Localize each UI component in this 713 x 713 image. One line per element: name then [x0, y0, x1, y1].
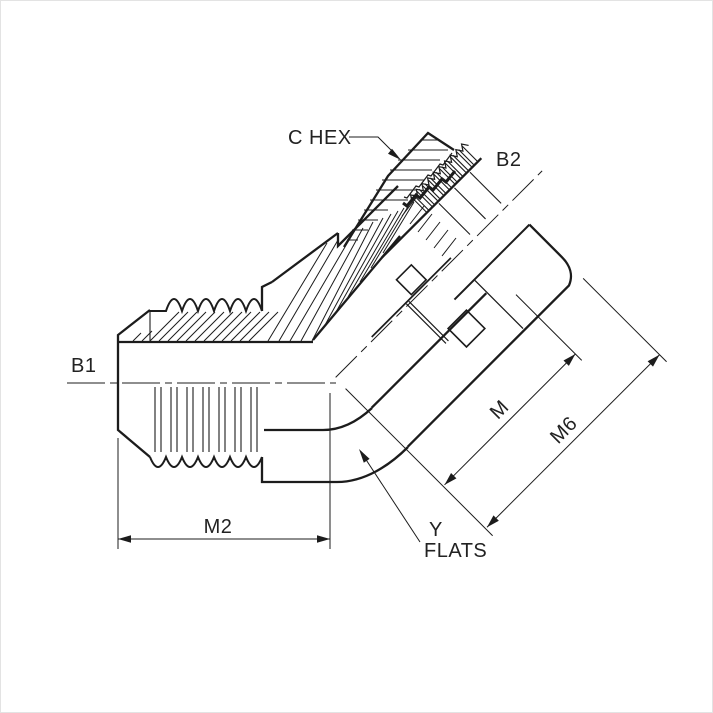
branch-extension-lines	[345, 277, 667, 537]
male-hatch	[132, 311, 279, 342]
arrow-m6-right	[647, 354, 660, 367]
label-flats: FLATS	[424, 540, 487, 562]
thread-lines	[154, 387, 258, 452]
label-y: Y	[429, 519, 443, 541]
label-m2: M2	[204, 516, 233, 538]
nut-thread-ridges	[410, 145, 478, 213]
root-hatch	[401, 197, 457, 257]
label-c-hex: C HEX	[288, 127, 352, 149]
arrow-m2-left	[118, 535, 131, 543]
arrow-c-hex	[388, 148, 401, 160]
arrow-y-flats	[359, 449, 370, 463]
thread-profile-line	[403, 152, 453, 199]
arrow-m-right	[563, 354, 576, 366]
arrow-m-left	[444, 472, 457, 485]
callouts: C HEX B2 B1 Y FLATS	[71, 127, 521, 562]
groove-lines	[405, 300, 449, 344]
dimension-m2: M2	[117, 393, 331, 549]
bevel-hatch	[267, 201, 415, 342]
label-b2: B2	[496, 149, 521, 171]
flat-window-large	[446, 309, 486, 349]
arrow-m6-left	[486, 515, 499, 528]
centerlines	[67, 170, 543, 384]
flat-window-small	[395, 263, 428, 296]
elbow-body-bevel	[267, 185, 457, 342]
male-thread-end	[116, 280, 337, 484]
crown-facet-lines	[347, 139, 448, 241]
nut-section-lines	[438, 171, 502, 235]
label-b1: B1	[71, 355, 96, 377]
arrow-m2-right	[317, 535, 330, 543]
